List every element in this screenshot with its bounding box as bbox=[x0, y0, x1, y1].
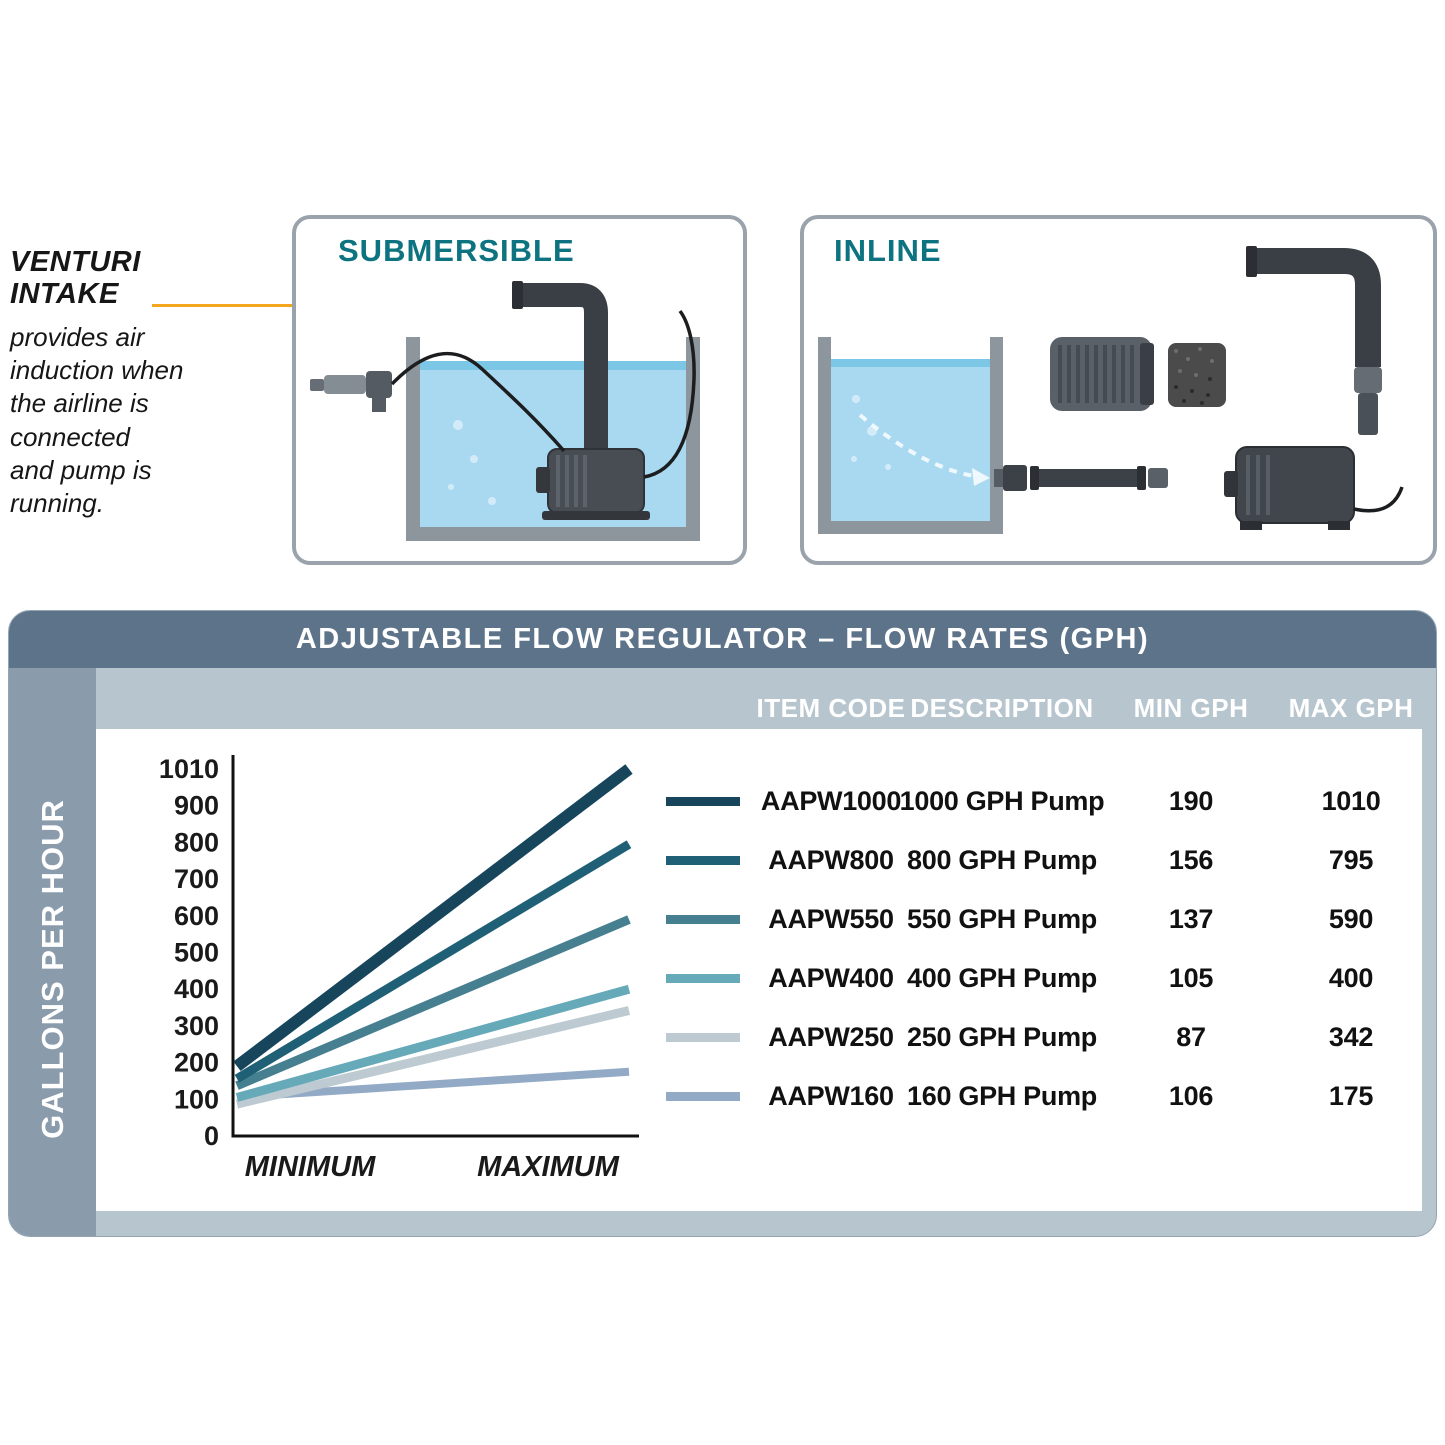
chart-axes bbox=[231, 755, 639, 1138]
flow-rates-header: ADJUSTABLE FLOW REGULATOR – FLOW RATES (… bbox=[9, 611, 1436, 668]
inlet-fitting bbox=[994, 465, 1027, 491]
max-gph-cell: 175 bbox=[1328, 1081, 1374, 1111]
flow-table-row: AAPW400 400 GPH Pump 105 400 bbox=[96, 960, 1422, 996]
flow-table-row: AAPW250 250 GPH Pump 87 342 bbox=[96, 1019, 1422, 1055]
airline-tube bbox=[390, 351, 566, 453]
max-gph-cell: 590 bbox=[1328, 904, 1374, 934]
power-cord bbox=[1353, 486, 1404, 513]
pump-icon bbox=[536, 448, 650, 520]
column-header-min-gph: MIN GPH bbox=[1133, 693, 1249, 723]
max-gph-cell: 400 bbox=[1328, 963, 1374, 993]
venturi-title-line1: VENTURI bbox=[10, 246, 141, 278]
y-tick-label: 200 bbox=[174, 1048, 219, 1078]
item-code-cell: AAPW160 bbox=[768, 1081, 894, 1111]
submersible-diagram bbox=[310, 281, 700, 541]
flow-table-row: AAPW800 800 GPH Pump 156 795 bbox=[96, 842, 1422, 878]
row-color-swatch bbox=[666, 974, 740, 983]
power-cord bbox=[643, 309, 696, 479]
venturi-body-line: running. bbox=[10, 488, 104, 519]
venturi-intake-icon bbox=[310, 371, 392, 412]
venturi-body-line: provides air bbox=[10, 321, 145, 352]
callout-pointer-line-horizontal bbox=[152, 304, 344, 307]
column-header-max-gph: MAX GPH bbox=[1288, 693, 1414, 723]
bubbles bbox=[851, 395, 891, 470]
max-gph-cell: 342 bbox=[1328, 1022, 1374, 1052]
bubbles bbox=[448, 420, 496, 505]
inline-diagram bbox=[818, 246, 1404, 534]
venturi-callout: VENTURI INTAKE provides air induction wh… bbox=[10, 246, 262, 521]
venturi-body-line: the airline is bbox=[10, 388, 149, 419]
y-tick-label: 300 bbox=[174, 1011, 219, 1041]
inline-title: INLINE bbox=[834, 233, 942, 268]
column-header-description: DESCRIPTION bbox=[910, 693, 1094, 723]
y-tick-label: 700 bbox=[174, 864, 219, 894]
row-color-swatch bbox=[666, 1033, 740, 1042]
venturi-body-line: induction when bbox=[10, 355, 184, 386]
inline-panel: INLINE bbox=[800, 215, 1437, 565]
series-line-AAPW800 bbox=[234, 840, 632, 1083]
flow-rates-title: ADJUSTABLE FLOW REGULATOR – FLOW RATES (… bbox=[295, 623, 1150, 655]
y-tick-label: 800 bbox=[174, 827, 219, 857]
min-gph-cell: 156 bbox=[1168, 845, 1214, 875]
flow-arrow-head bbox=[972, 468, 990, 486]
venturi-body-line: and pump is bbox=[10, 455, 152, 485]
submersible-title: SUBMERSIBLE bbox=[338, 233, 575, 268]
max-gph-cell: 1010 bbox=[1321, 786, 1381, 816]
y-tick-label: 500 bbox=[174, 938, 219, 968]
flow-table-row: AAPW160 160 GPH Pump 106 175 bbox=[96, 1078, 1422, 1114]
series-line-AAPW400 bbox=[235, 984, 631, 1102]
outlet-pipe bbox=[512, 281, 608, 455]
item-code-cell: AAPW1000 bbox=[760, 786, 902, 816]
min-gph-cell: 190 bbox=[1168, 786, 1214, 816]
y-tick-label: 400 bbox=[174, 974, 219, 1004]
row-color-swatch bbox=[666, 797, 740, 806]
description-cell: 550 GPH Pump bbox=[907, 904, 1097, 934]
column-header-item-code: ITEM CODE bbox=[756, 693, 906, 723]
row-color-swatch bbox=[666, 856, 740, 865]
x-axis-label: MINIMUM bbox=[245, 1151, 376, 1183]
row-color-swatch bbox=[666, 915, 740, 924]
y-tick-label: 1010 bbox=[159, 754, 219, 784]
y-tick-label: 900 bbox=[174, 791, 219, 821]
item-code-cell: AAPW400 bbox=[768, 963, 894, 993]
item-code-cell: AAPW250 bbox=[768, 1022, 894, 1052]
min-gph-cell: 105 bbox=[1168, 963, 1214, 993]
description-cell: 250 GPH Pump bbox=[907, 1022, 1097, 1052]
y-tick-label: 0 bbox=[204, 1121, 219, 1151]
y-tick-label: 600 bbox=[174, 901, 219, 931]
x-axis-label: MAXIMUM bbox=[477, 1151, 620, 1183]
series-line-AAPW250 bbox=[235, 1006, 631, 1109]
tank bbox=[818, 337, 1003, 534]
pump-icon bbox=[1224, 446, 1404, 530]
min-gph-cell: 87 bbox=[1176, 1022, 1206, 1052]
impeller-cover bbox=[1050, 337, 1154, 411]
min-gph-cell: 106 bbox=[1168, 1081, 1214, 1111]
outlet-pipe bbox=[1246, 246, 1382, 435]
description-cell: 800 GPH Pump bbox=[907, 845, 1097, 875]
flow-arrow bbox=[858, 413, 975, 478]
foam-filter bbox=[1168, 343, 1226, 407]
venturi-title-line2: INTAKE bbox=[10, 278, 119, 311]
y-axis-band-label: GALLONS PER HOUR bbox=[35, 799, 70, 1139]
pipe-segment bbox=[1030, 466, 1168, 490]
description-cell: 160 GPH Pump bbox=[907, 1081, 1097, 1111]
venturi-body-line: connected bbox=[10, 421, 130, 452]
item-code-cell: AAPW550 bbox=[768, 904, 894, 934]
flow-rates-card: ADJUSTABLE FLOW REGULATOR – FLOW RATES (… bbox=[8, 610, 1437, 1237]
min-gph-cell: 137 bbox=[1168, 904, 1214, 934]
submersible-panel: SUBMERSIBLE bbox=[292, 215, 747, 565]
flow-table-row: AAPW550 550 GPH Pump 137 590 bbox=[96, 901, 1422, 937]
gallons-per-hour-strip bbox=[9, 668, 96, 1236]
max-gph-cell: 795 bbox=[1328, 845, 1374, 875]
description-cell: 1000 GPH Pump bbox=[899, 786, 1105, 816]
item-code-cell: AAPW800 bbox=[768, 845, 894, 875]
series-line-AAPW550 bbox=[235, 915, 631, 1090]
row-color-swatch bbox=[666, 1092, 740, 1101]
description-cell: 400 GPH Pump bbox=[907, 963, 1097, 993]
series-line-AAPW1000 bbox=[233, 764, 633, 1072]
y-tick-label: 100 bbox=[174, 1084, 219, 1114]
